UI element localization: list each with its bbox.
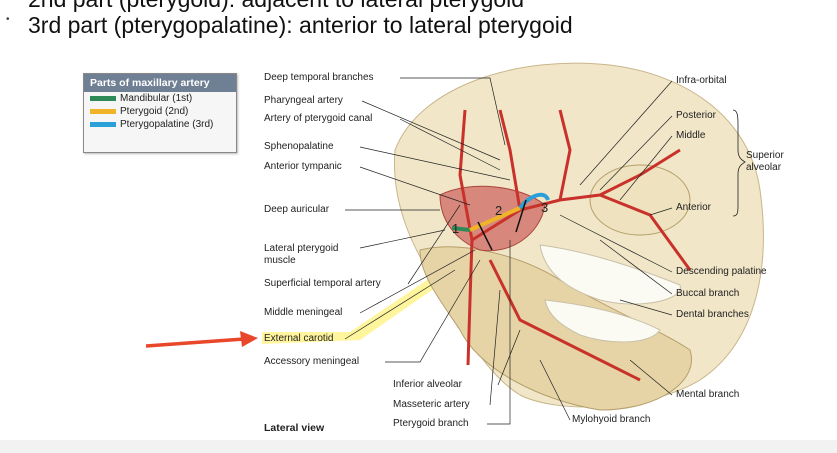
teeth-upper <box>539 244 681 305</box>
bullet-marker: • <box>6 14 10 25</box>
handwritten-number-3: 3 <box>541 200 549 215</box>
superficial-temporal-artery <box>458 109 474 241</box>
label-posterior: Posterior <box>676 110 717 121</box>
label-anterior-tympanic: Anterior tympanic <box>264 161 342 172</box>
slide-text-line-2: 3rd part (pterygopalatine): anterior to … <box>28 12 573 38</box>
label-lateral-pterygoid-muscle: Lateral pterygoid muscle <box>264 243 339 266</box>
label-superior-alveolar: Superior alveolar <box>746 150 784 173</box>
maxillary-artery <box>471 193 601 242</box>
handwritten-number-1: 1 <box>452 221 460 236</box>
pointer-arrow-line <box>145 337 245 348</box>
legend-label-mandibular: Mandibular (1st) <box>120 93 193 104</box>
handwritten-number-2: 2 <box>495 203 503 218</box>
divider-2-3 <box>515 199 527 233</box>
legend-item-mandibular: Mandibular (1st) <box>90 93 236 105</box>
label-middle: Middle <box>676 130 706 141</box>
right-leader-lines <box>487 80 673 425</box>
deep-temporal-branch <box>498 109 522 211</box>
label-superficial-temporal-artery: Superficial temporal artery <box>264 278 381 289</box>
label-anterior: Anterior <box>676 202 712 213</box>
external-carotid-artery <box>466 239 474 366</box>
pterygoid-part-segment <box>469 206 521 232</box>
legend-swatch-yellow <box>90 109 116 114</box>
left-leader-lines <box>344 77 511 363</box>
legend-swatch-blue <box>90 122 116 127</box>
legend-label-pterygoid: Pterygoid (2nd) <box>120 106 189 117</box>
label-dental-branches: Dental branches <box>676 309 749 320</box>
pointer-arrow-head <box>240 331 258 347</box>
handwritten-dividers <box>477 199 527 251</box>
deep-temporal-branch-2 <box>558 109 572 201</box>
label-external-carotid: External carotid <box>264 333 334 344</box>
label-mental-branch: Mental branch <box>676 389 740 400</box>
maxilla-shape <box>589 164 691 236</box>
inferior-alveolar-branch <box>488 259 641 382</box>
superior-alveolar-bracket <box>732 109 746 217</box>
maxillary-artery-figure <box>145 62 764 425</box>
slide-text-line-1: 2nd part (pterygoid): adjacent to latera… <box>28 0 524 13</box>
label-pterygoid-branch: Pterygoid branch <box>393 418 469 429</box>
mandibular-part-segment <box>451 226 471 232</box>
legend-title: Parts of maxillary artery <box>84 74 236 92</box>
label-sphenopalatine: Sphenopalatine <box>264 141 334 152</box>
pterygopalatine-part-segment <box>518 192 550 210</box>
view-caption: Lateral view <box>264 422 325 434</box>
label-mylohyoid-branch: Mylohyoid branch <box>572 414 651 425</box>
legend-item-pterygoid: Pterygoid (2nd) <box>90 106 236 118</box>
label-middle-meningeal: Middle meningeal <box>264 307 343 318</box>
divider-1-2 <box>477 221 493 251</box>
slide-bottom-bar <box>0 440 837 453</box>
label-accessory-meningeal: Accessory meningeal <box>264 356 360 367</box>
teeth-lower <box>544 299 661 343</box>
mandible-shape <box>419 246 692 411</box>
label-infra-orbital: Infra-orbital <box>676 75 727 86</box>
label-descending-palatine: Descending palatine <box>676 266 767 277</box>
legend-box: Parts of maxillary artery Mandibular (1s… <box>83 73 237 153</box>
label-deep-temporal-branches: Deep temporal branches <box>264 72 374 83</box>
label-pharyngeal-artery: Pharyngeal artery <box>264 95 343 106</box>
label-deep-auricular: Deep auricular <box>264 204 330 215</box>
legend-swatch-green <box>90 96 116 101</box>
legend-item-pterygopalatine: Pterygopalatine (3rd) <box>90 119 236 131</box>
label-inferior-alveolar: Inferior alveolar <box>393 379 462 390</box>
label-artery-of-pterygoid-canal: Artery of pterygoid canal <box>264 113 373 124</box>
label-masseteric-artery: Masseteric artery <box>393 399 470 410</box>
legend-label-pterygopalatine: Pterygopalatine (3rd) <box>120 119 214 130</box>
label-buccal-branch: Buccal branch <box>676 288 740 299</box>
